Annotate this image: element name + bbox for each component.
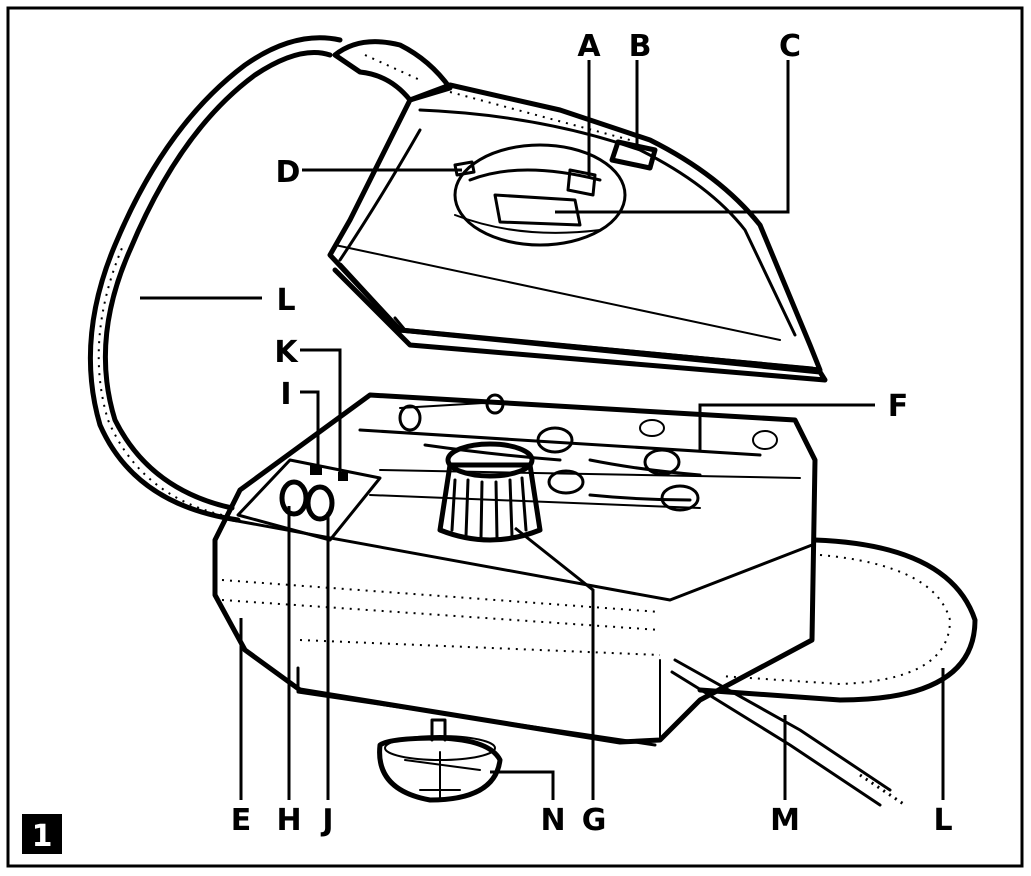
figure-frame [6, 6, 1024, 868]
trigger-c-icon [493, 193, 582, 227]
control-panel [236, 458, 382, 542]
iron-rest-tray [697, 537, 978, 703]
label-i: I [280, 377, 291, 412]
label-h: H [276, 803, 301, 838]
indicator-d-icon [453, 160, 476, 177]
steam-iron [327, 39, 828, 383]
label-d: D [276, 155, 301, 190]
indicator-k-icon [338, 472, 348, 481]
button-a-icon [566, 168, 597, 197]
label-f: F [888, 389, 909, 424]
indicator-i-icon [310, 465, 322, 475]
base-station [212, 392, 818, 747]
label-k: K [274, 335, 299, 370]
figure-number: 1 [32, 819, 53, 854]
mains-cord [670, 658, 906, 807]
label-n: N [540, 803, 565, 838]
steam-dial [437, 441, 543, 543]
label-l-tray: L [933, 803, 952, 838]
switch-h-icon [279, 479, 309, 517]
filling-funnel [377, 718, 503, 803]
steam-hose [87, 35, 343, 523]
label-m: M [770, 803, 800, 838]
figure-number-badge: 1 [22, 814, 62, 854]
label-a: A [577, 29, 601, 64]
label-e: E [231, 803, 252, 838]
label-b: B [629, 29, 652, 64]
label-l-cord: L [276, 283, 295, 318]
button-b-icon [609, 139, 658, 171]
switch-j-icon [305, 484, 335, 522]
callout-lines [140, 60, 945, 800]
callout-labels: A B C D L K I F E H J N G M L [231, 29, 953, 838]
label-g: G [582, 803, 607, 838]
label-j: J [320, 803, 333, 838]
label-c: C [779, 29, 801, 64]
